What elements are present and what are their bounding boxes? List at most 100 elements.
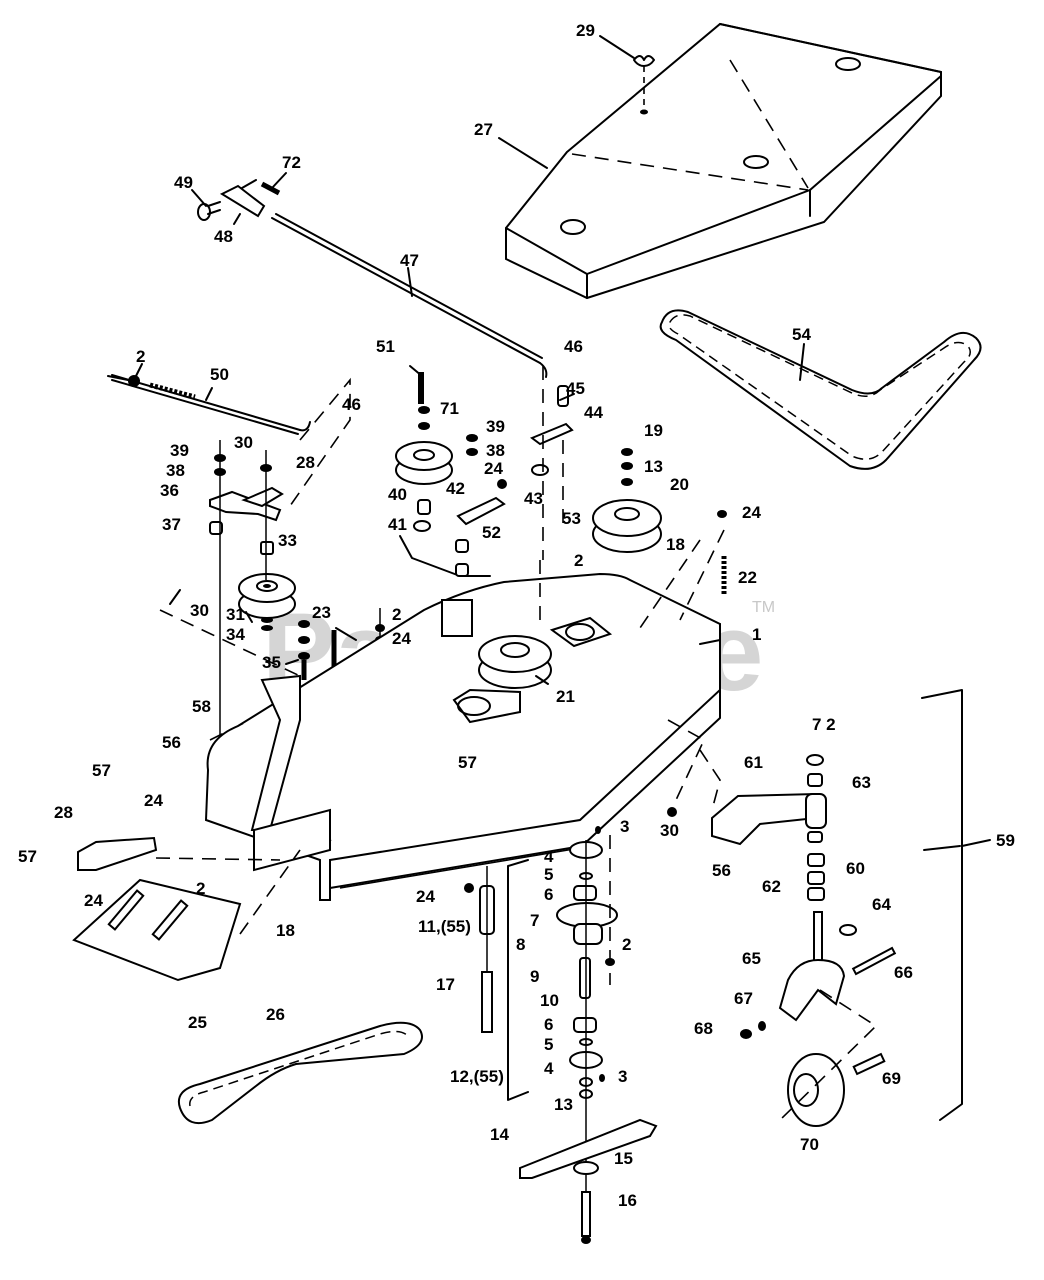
part-70-caster-wheel[interactable]	[787, 1052, 886, 1127]
part-20-drive-pulley[interactable]	[592, 448, 662, 553]
callout-18[interactable]: 18	[666, 535, 685, 554]
callout-38[interactable]: 38	[166, 461, 185, 480]
part-21-spindle-pulley[interactable]	[478, 635, 552, 689]
callout-2[interactable]: 2	[196, 879, 205, 898]
callout-56[interactable]: 56	[162, 733, 181, 752]
callout-28[interactable]: 28	[296, 453, 315, 472]
callout-56[interactable]: 56	[712, 861, 731, 880]
part-61-caster-arm[interactable]	[711, 792, 827, 846]
center-idler-pulley[interactable]	[395, 441, 453, 485]
callout-57[interactable]: 57	[458, 753, 477, 772]
callout-69[interactable]: 69	[882, 1069, 901, 1088]
callout-24[interactable]: 24	[484, 459, 503, 478]
callout-16[interactable]: 16	[618, 1191, 637, 1210]
callout-2[interactable]: 2	[392, 605, 401, 624]
callout-2[interactable]: 2	[574, 551, 583, 570]
callout-36[interactable]: 36	[160, 481, 179, 500]
callout-59[interactable]: 59	[996, 831, 1015, 850]
part-27-cover-plate[interactable]	[505, 22, 942, 300]
part-48-clevis[interactable]	[219, 179, 266, 218]
callout-34[interactable]: 34	[226, 625, 245, 644]
part-36-idler-arm[interactable]	[209, 486, 284, 522]
part-33-bushing[interactable]	[260, 541, 274, 555]
callout-22[interactable]: 22	[738, 568, 757, 587]
callout-62[interactable]: 62	[762, 877, 781, 896]
callout-3[interactable]: 3	[618, 1067, 627, 1086]
callout-58[interactable]: 58	[192, 697, 211, 716]
callout-6[interactable]: 6	[544, 1015, 553, 1034]
callout-5[interactable]: 5	[544, 865, 553, 884]
part-29-wing-nut[interactable]	[633, 55, 655, 110]
callout-60[interactable]: 60	[846, 859, 865, 878]
callout-63[interactable]: 63	[852, 773, 871, 792]
callout-11-55[interactable]: 11,(55)	[418, 917, 471, 936]
callout-21[interactable]: 21	[556, 687, 575, 706]
callout-57[interactable]: 57	[18, 847, 37, 866]
callout-5[interactable]: 5	[544, 1035, 553, 1054]
callout-33[interactable]: 33	[278, 531, 297, 550]
callout-45[interactable]: 45	[566, 379, 585, 398]
callout-72[interactable]: 7 2	[812, 715, 836, 734]
callout-57[interactable]: 57	[92, 761, 111, 780]
callout-46[interactable]: 46	[564, 337, 583, 356]
callout-24[interactable]: 24	[742, 503, 761, 522]
callout-19[interactable]: 19	[644, 421, 663, 440]
part-28-bracket[interactable]	[77, 836, 158, 871]
callout-39[interactable]: 39	[486, 417, 505, 436]
callout-71[interactable]: 71	[440, 399, 459, 418]
callout-29[interactable]: 29	[576, 21, 595, 40]
callout-43[interactable]: 43	[524, 489, 543, 508]
part-11-17-stud[interactable]	[464, 866, 495, 1033]
callout-70[interactable]: 70	[800, 1135, 819, 1154]
callout-17[interactable]: 17	[436, 975, 455, 994]
part-25-deflector[interactable]	[72, 878, 242, 982]
part-31-idler-pulley[interactable]	[238, 573, 296, 619]
part-42-idler-arm[interactable]	[399, 496, 506, 577]
callout-38[interactable]: 38	[486, 441, 505, 460]
callout-27[interactable]: 27	[474, 120, 493, 139]
callout-13[interactable]: 13	[644, 457, 663, 476]
callout-20[interactable]: 20	[670, 475, 689, 494]
part-22-bolt[interactable]	[717, 510, 727, 594]
callout-41[interactable]: 41	[388, 515, 407, 534]
part-49-pin[interactable]	[197, 201, 221, 221]
callout-53[interactable]: 53	[562, 509, 581, 528]
callout-65[interactable]: 65	[742, 949, 761, 968]
callout-64[interactable]: 64	[872, 895, 891, 914]
callout-37[interactable]: 37	[162, 515, 181, 534]
callout-8[interactable]: 8	[516, 935, 525, 954]
part-50-rod[interactable]	[107, 374, 311, 435]
callout-9[interactable]: 9	[530, 967, 539, 986]
callout-46[interactable]: 46	[342, 395, 361, 414]
callout-4[interactable]: 4	[544, 847, 554, 866]
part-14-blade[interactable]	[519, 1118, 658, 1179]
callout-13[interactable]: 13	[554, 1095, 573, 1114]
callout-25[interactable]: 25	[188, 1013, 207, 1032]
callout-23[interactable]: 23	[312, 603, 331, 622]
callout-66[interactable]: 66	[894, 963, 913, 982]
callout-50[interactable]: 50	[210, 365, 229, 384]
callout-40[interactable]: 40	[388, 485, 407, 504]
callout-14[interactable]: 14	[490, 1125, 509, 1144]
callout-39[interactable]: 39	[170, 441, 189, 460]
callout-44[interactable]: 44	[584, 403, 603, 422]
callout-48[interactable]: 48	[214, 227, 233, 246]
callout-10[interactable]: 10	[540, 991, 559, 1010]
part-37-spacer[interactable]	[209, 521, 223, 535]
callout-28[interactable]: 28	[54, 803, 73, 822]
callout-47[interactable]: 47	[400, 251, 419, 270]
callout-6[interactable]: 6	[544, 885, 553, 904]
callout-24[interactable]: 24	[416, 887, 435, 906]
part-16-blade-bolt[interactable]	[573, 1161, 599, 1244]
callout-35[interactable]: 35	[262, 653, 281, 672]
callout-15[interactable]: 15	[614, 1149, 633, 1168]
callout-30[interactable]: 30	[190, 601, 209, 620]
part-1-deck-housing[interactable]	[204, 572, 721, 901]
callout-30[interactable]: 30	[660, 821, 679, 840]
callout-67[interactable]: 67	[734, 989, 753, 1008]
callout-61[interactable]: 61	[744, 753, 763, 772]
callout-24[interactable]: 24	[392, 629, 411, 648]
callout-2[interactable]: 2	[136, 347, 145, 366]
callout-52[interactable]: 52	[482, 523, 501, 542]
callout-2[interactable]: 2	[622, 935, 631, 954]
